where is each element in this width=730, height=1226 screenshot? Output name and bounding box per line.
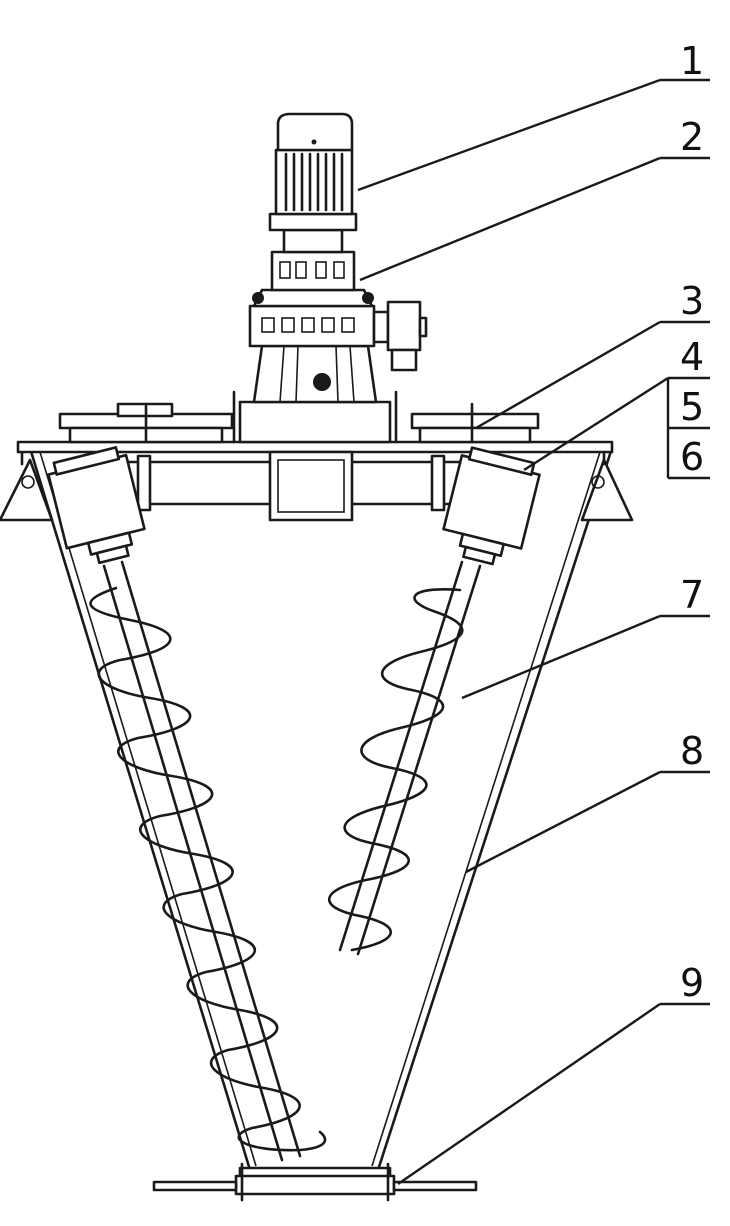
left-arm-gearbox	[47, 446, 146, 565]
right-screw-assembly	[328, 446, 541, 956]
callout-6: 6	[680, 435, 704, 479]
revolution-motor	[372, 300, 428, 372]
reducer-housing	[248, 288, 378, 404]
leader-lines	[357, 78, 710, 1185]
right-arm-gearbox	[442, 446, 541, 566]
callout-4: 4	[680, 335, 704, 379]
discharge-flange	[152, 1162, 478, 1202]
reducer-windows	[261, 317, 355, 333]
callout-boxes	[666, 376, 710, 480]
transmission-arm	[102, 450, 466, 522]
cycloid-reducer	[270, 228, 356, 292]
inspection-port-left	[58, 402, 234, 444]
callout-2: 2	[680, 115, 704, 159]
callout-9: 9	[680, 961, 704, 1005]
motor-cooling-fins	[284, 152, 344, 212]
left-screw-flight	[89, 586, 327, 1152]
callout-1: 1	[680, 39, 704, 83]
callout-labels: 1 2 3 4 5 6 7 8 9	[680, 39, 704, 1005]
left-screw-assembly	[47, 446, 327, 1162]
inspection-port-right	[410, 402, 540, 444]
drive-motor	[268, 112, 358, 232]
callout-7: 7	[680, 573, 704, 617]
callout-8: 8	[680, 729, 704, 773]
drive-base	[232, 390, 398, 444]
right-screw-flight	[328, 588, 464, 952]
callout-3: 3	[680, 279, 704, 323]
callout-5: 5	[680, 385, 704, 429]
